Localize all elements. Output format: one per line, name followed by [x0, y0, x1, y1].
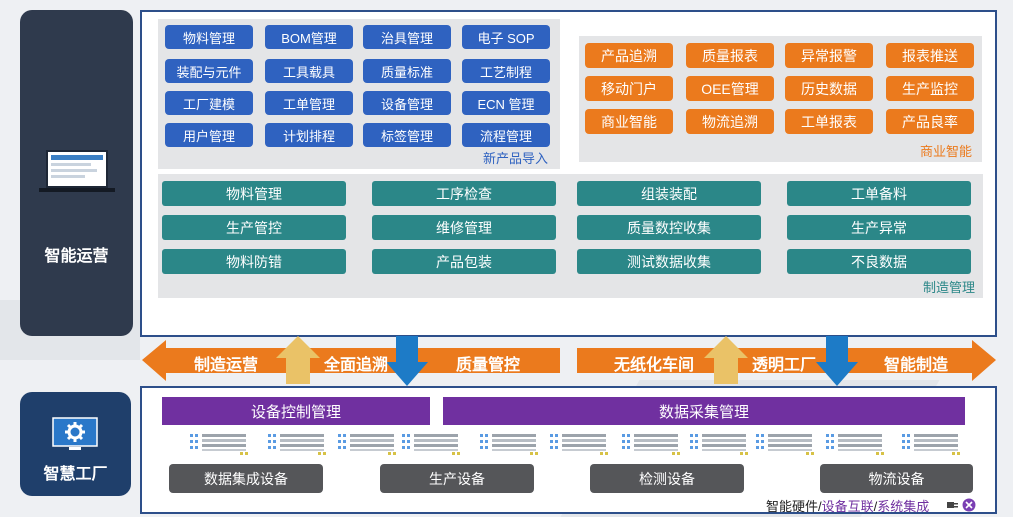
npi-button[interactable]: 装配与元件: [165, 59, 253, 83]
band-label: 透明工厂: [752, 357, 817, 374]
device-category: 检测设备: [590, 464, 744, 493]
smart-operation-title: 智能运营: [44, 248, 109, 265]
npi-button[interactable]: 工具载具: [265, 59, 353, 83]
mfg-button[interactable]: 组装装配: [577, 181, 761, 206]
npi-button[interactable]: 治具管理: [363, 25, 451, 49]
right-arrow: [577, 340, 996, 381]
up-arrow: [704, 336, 748, 384]
npi-button[interactable]: 标签管理: [363, 123, 451, 147]
left-arrow: [142, 340, 560, 381]
bi-button[interactable]: OEE管理: [686, 76, 774, 101]
bi-button[interactable]: 异常报警: [785, 43, 873, 68]
npi-button[interactable]: 质量标准: [363, 59, 451, 83]
npi-button[interactable]: 流程管理: [462, 123, 550, 147]
mfg-button[interactable]: 不良数据: [787, 249, 971, 274]
device-rack-icons: [190, 434, 960, 455]
npi-button[interactable]: ECN 管理: [462, 91, 550, 115]
device-category: 物流设备: [820, 464, 973, 493]
plug-icon: [947, 502, 958, 508]
mfg-button[interactable]: 生产异常: [787, 215, 971, 240]
npi-button[interactable]: 计划排程: [265, 123, 353, 147]
down-arrow: [816, 336, 858, 386]
mfg-button[interactable]: 工序检查: [372, 181, 556, 206]
mfg-button[interactable]: 测试数据收集: [577, 249, 761, 274]
mfg-button[interactable]: 生产管控: [162, 215, 346, 240]
npi-button[interactable]: BOM管理: [265, 25, 353, 49]
bi-button[interactable]: 产品良率: [886, 109, 974, 134]
bi-button[interactable]: 物流追溯: [686, 109, 774, 134]
laptop-icon: [39, 150, 115, 192]
device-control-bar: 设备控制管理: [162, 397, 430, 425]
caption-link-system-integration[interactable]: 系统集成: [877, 499, 930, 514]
integration-icon: [962, 498, 976, 512]
data-collection-bar: 数据采集管理: [443, 397, 965, 425]
mfg-caption: 制造管理: [922, 280, 975, 295]
band-label: 全面追溯: [324, 357, 389, 374]
business-intelligence-area: 产品追溯 质量报表 异常报警 报表推送 移动门户 OEE管理 历史数据 生产监控…: [579, 36, 982, 162]
mfg-button[interactable]: 物料防错: [162, 249, 346, 274]
smart-operation-label-box: 智能运营: [20, 10, 133, 336]
npi-button[interactable]: 工厂建模: [165, 91, 253, 115]
mfg-button[interactable]: 维修管理: [372, 215, 556, 240]
bi-button[interactable]: 历史数据: [785, 76, 873, 101]
mfg-button[interactable]: 物料管理: [162, 181, 346, 206]
manufacturing-area: 物料管理 工序检查 组装装配 工单备料 生产管控 维修管理 质量数控收集 生产异…: [158, 174, 983, 298]
factory-caption: 智能硬件/设备互联/系统集成: [766, 496, 929, 515]
bi-button[interactable]: 商业智能: [585, 109, 673, 134]
new-product-intro-area: 物料管理 BOM管理 治具管理 电子 SOP 装配与元件 工具载具 质量标准 工…: [158, 19, 560, 169]
caption-link-device-interconnect[interactable]: 设备互联: [821, 499, 874, 514]
npi-button[interactable]: 电子 SOP: [462, 25, 550, 49]
bi-button[interactable]: 工单报表: [785, 109, 873, 134]
bi-caption: 商业智能: [919, 144, 972, 159]
device-category: 生产设备: [380, 464, 534, 493]
bi-button[interactable]: 产品追溯: [585, 43, 673, 68]
bi-button[interactable]: 生产监控: [886, 76, 974, 101]
flow-arrow-band: [142, 336, 996, 386]
band-label: 智能制造: [884, 357, 949, 374]
smart-factory-label-box: 智慧工厂: [20, 392, 131, 496]
caption-text: 智能硬件/: [766, 499, 822, 514]
npi-button[interactable]: 用户管理: [165, 123, 253, 147]
up-arrow: [276, 336, 320, 384]
npi-button[interactable]: 工单管理: [265, 91, 353, 115]
npi-caption: 新产品导入: [482, 151, 548, 166]
bi-button[interactable]: 移动门户: [585, 76, 673, 101]
mfg-button[interactable]: 质量数控收集: [577, 215, 761, 240]
caption-separator: /: [873, 499, 878, 514]
band-label: 制造运营: [194, 357, 259, 374]
band-label: 无纸化车间: [614, 357, 695, 374]
npi-button[interactable]: 工艺制程: [462, 59, 550, 83]
gear-monitor-icon: [52, 417, 98, 450]
bi-button[interactable]: 质量报表: [686, 43, 774, 68]
band-label: 质量管控: [456, 357, 521, 374]
device-category: 数据集成设备: [169, 464, 323, 493]
down-arrow: [386, 336, 428, 386]
bi-button[interactable]: 报表推送: [886, 43, 974, 68]
npi-button[interactable]: 物料管理: [165, 25, 253, 49]
smart-factory-title: 智慧工厂: [43, 466, 108, 483]
mfg-button[interactable]: 产品包装: [372, 249, 556, 274]
npi-button[interactable]: 设备管理: [363, 91, 451, 115]
mfg-button[interactable]: 工单备料: [787, 181, 971, 206]
